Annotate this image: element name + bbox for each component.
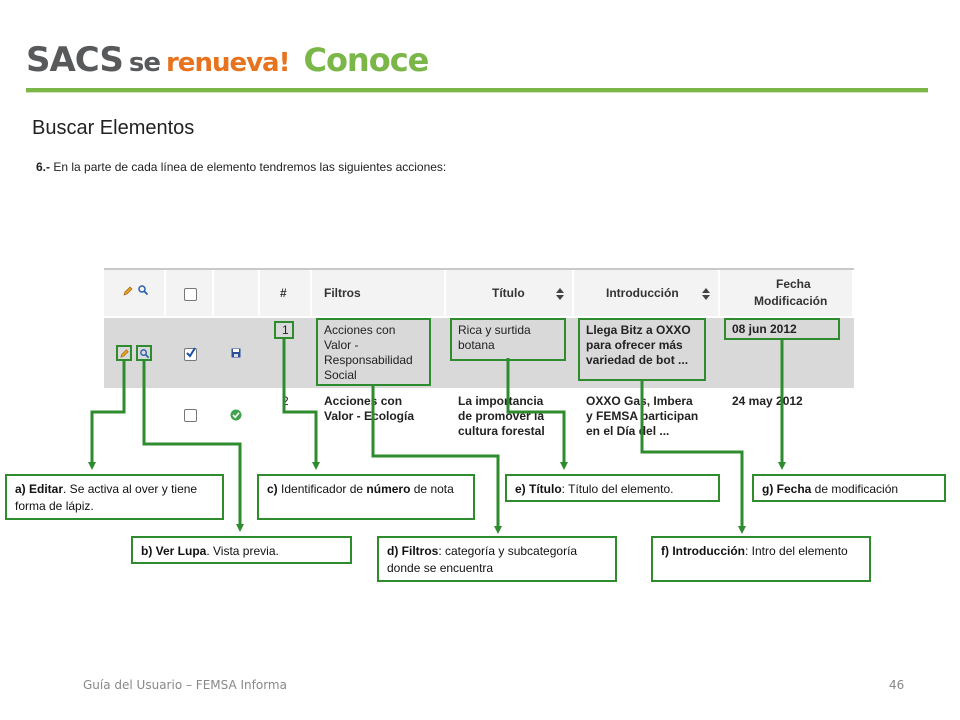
header-number: # (260, 270, 312, 316)
row-number: 1 (282, 323, 289, 337)
select-all-checkbox[interactable] (184, 288, 197, 301)
logo-conoce: Conoce (303, 41, 429, 79)
callout-numero-text-1: Identificador de (277, 482, 367, 496)
callout-ver-lupa-text: . Vista previa. (206, 544, 279, 558)
row-filtros: Acciones con Valor - Ecología (324, 394, 414, 424)
save-icon (231, 348, 241, 358)
checkmark-icon (186, 347, 196, 358)
filtros-line: Valor - Ecología (324, 409, 415, 423)
titulo-line: La importancia (458, 394, 544, 408)
connector-a (88, 360, 126, 470)
callout-fecha-text: de modificación (811, 482, 899, 496)
callout-filtros-label: d) Filtros (387, 544, 439, 558)
filtros-line: Responsabilidad (324, 353, 413, 367)
logo-sacs: SACS (26, 40, 124, 80)
row-fecha: 24 may 2012 (732, 394, 803, 408)
footer-doc-title: Guía del Usuario – FEMSA Informa (83, 678, 287, 692)
callout-numero: c) Identificador de número de nota (257, 474, 475, 520)
callout-ver-lupa: b) Ver Lupa. Vista previa. (131, 536, 352, 564)
callout-editar-label: a) Editar (15, 482, 64, 496)
header-introduccion-label: Introducción (606, 286, 679, 300)
row-filtros: Acciones con Valor - Responsabilidad Soc… (324, 323, 413, 383)
callout-introduccion: f) Introducción: Intro del elemento (651, 536, 871, 582)
introduccion-line: Llega Bitz a OXXO (586, 323, 691, 337)
table-row (104, 390, 854, 442)
callout-ver-lupa-label: b) Ver Lupa (141, 544, 207, 558)
header-actions (104, 270, 166, 316)
header-select-all (166, 270, 214, 316)
header-divider (26, 88, 928, 92)
filtros-line: Acciones con (324, 394, 403, 408)
header-divider-shadow (26, 92, 928, 93)
callout-introduccion-label: f) Introducción (661, 544, 745, 558)
header-filtros-label: Filtros (324, 286, 361, 300)
callout-fecha: g) Fecha de modificación (752, 474, 946, 502)
connector-b (142, 360, 244, 532)
row-checkbox[interactable] (184, 347, 197, 361)
introduccion-line: para ofrecer más (586, 338, 683, 352)
logo-renueva: renueva! (165, 48, 290, 78)
row-checkbox[interactable] (184, 409, 197, 422)
filtros-line: Valor - (324, 338, 359, 352)
header-titulo-label: Título (492, 286, 525, 300)
callout-titulo-label: e) Título (515, 482, 562, 496)
row-titulo[interactable]: Rica y surtida botana (458, 323, 531, 353)
callout-titulo-text: : Título del elemento. (561, 482, 674, 496)
step-text: En la parte de cada línea de elemento te… (50, 160, 447, 174)
magnifier-icon[interactable] (139, 348, 150, 359)
callout-filtros: d) Filtros: categoría y subcategoría don… (377, 536, 617, 582)
check-icon (230, 409, 242, 421)
header-fecha-label-1: Fecha (776, 277, 811, 291)
filtros-line: Social (324, 368, 357, 382)
footer-page-number: 46 (889, 678, 905, 692)
logo-se: se (128, 48, 161, 78)
pencil-icon[interactable] (119, 348, 130, 359)
header-titulo[interactable]: Título (446, 270, 574, 316)
callout-fecha-label: g) Fecha (762, 482, 812, 496)
row-introduccion: Llega Bitz a OXXO para ofrecer más varie… (586, 323, 691, 368)
introduccion-line: variedad de bot ... (586, 353, 689, 367)
step-number: 6.- (36, 160, 51, 174)
connector-d (371, 384, 502, 534)
sort-titulo-icon[interactable] (556, 288, 564, 300)
titulo-line: Rica y surtida (458, 323, 531, 337)
pencil-icon (123, 286, 133, 296)
callout-numero-label: c) (267, 482, 278, 496)
filtros-line: Acciones con (324, 323, 396, 337)
header-fecha-label-2: Modificación (754, 294, 828, 308)
callout-numero-text-2: de nota (410, 482, 454, 496)
callout-introduccion-text: : Intro del elemento (745, 544, 848, 558)
page-title: Buscar Elementos (32, 117, 195, 139)
callout-titulo: e) Título: Título del elemento. (505, 474, 720, 502)
callout-filtros-text: : categoría y subcategoría donde se encu… (387, 544, 578, 575)
callout-editar-text: . Se activa al over y tiene forma de láp… (15, 482, 198, 513)
magnifier-icon (138, 285, 149, 296)
header-filtros[interactable]: Filtros (312, 270, 446, 316)
connector-f (640, 379, 746, 534)
table-row (104, 318, 854, 388)
row-fecha: 08 jun 2012 (732, 322, 797, 336)
introduccion-line: en el Día del ... (586, 424, 670, 438)
header-introduccion[interactable]: Introducción (574, 270, 720, 316)
introduccion-line: OXXO Gas, Imbera (586, 394, 693, 408)
elements-table: # Filtros Título Introducción Fecha Modi… (104, 268, 854, 442)
connector-c (282, 337, 320, 470)
callout-numero-bold: número (366, 482, 411, 496)
callout-editar: a) Editar. Se activa al over y tiene for… (5, 474, 224, 520)
step-instruction: 6.- En la parte de cada línea de element… (36, 160, 446, 174)
sort-introduccion-icon[interactable] (702, 288, 710, 300)
titulo-line: cultura forestal (458, 424, 545, 438)
header-fecha[interactable]: Fecha Modificación (720, 270, 854, 316)
row-introduccion: OXXO Gas, Imbera y FEMSA participan en e… (586, 394, 698, 439)
titulo-line: botana (458, 338, 495, 352)
header-status (214, 270, 260, 316)
connector-e (506, 358, 568, 470)
header-number-label: # (280, 286, 287, 300)
